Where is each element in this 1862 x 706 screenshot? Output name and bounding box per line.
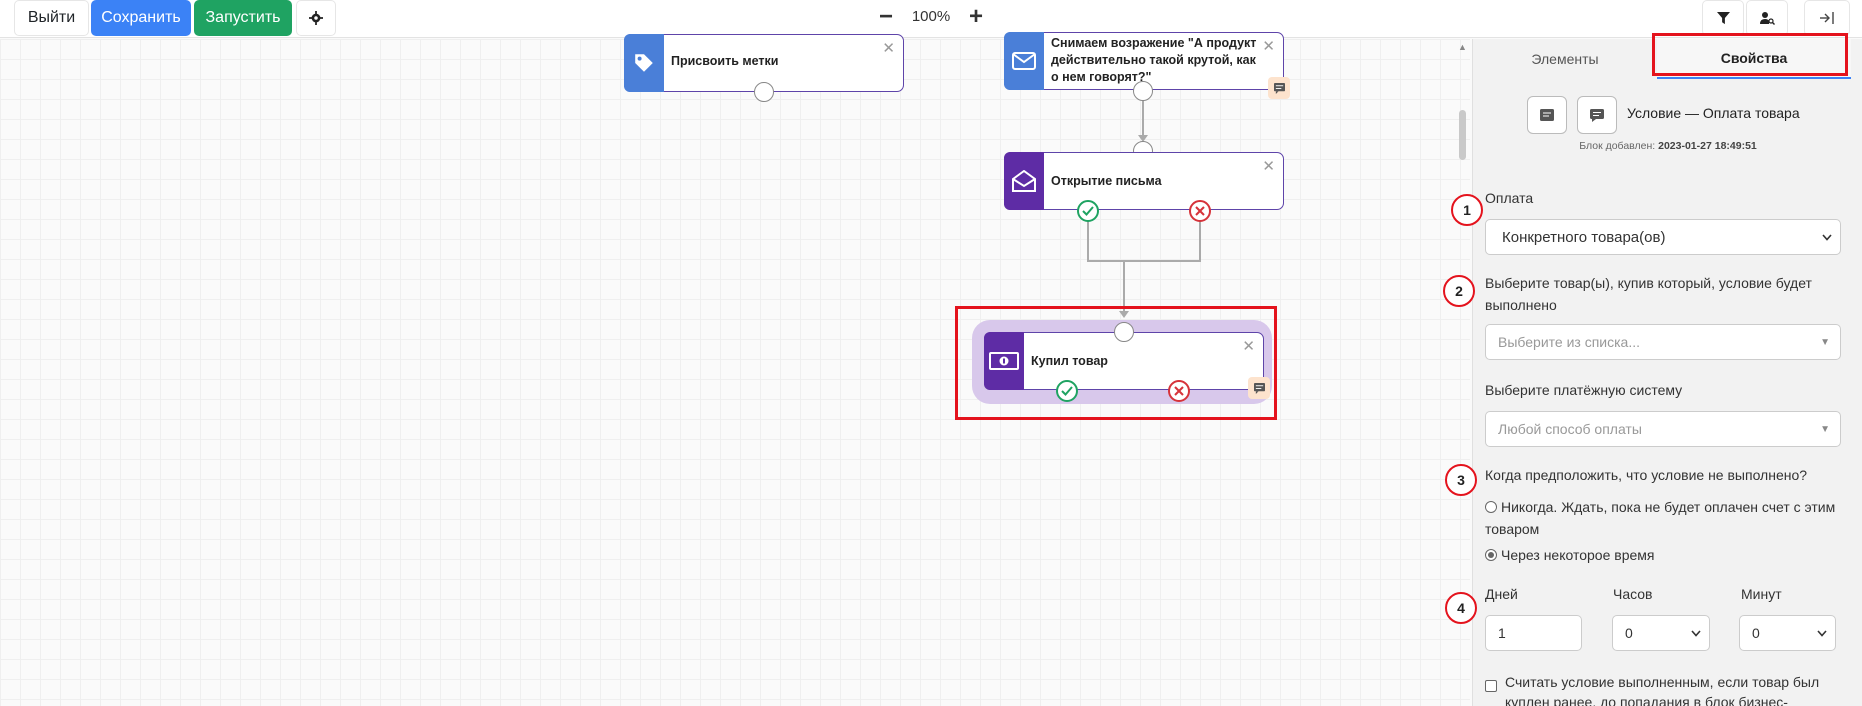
- comment-badge[interactable]: [1248, 377, 1270, 399]
- gear-icon: [309, 11, 323, 25]
- workflow-node-email-open[interactable]: Открытие письма ✕: [1004, 152, 1284, 210]
- comment-icon: [1273, 82, 1285, 94]
- paysystem-label: Выберите платёжную систему: [1485, 382, 1683, 398]
- chevron-down-icon: [1822, 234, 1832, 241]
- node-output-port[interactable]: [754, 82, 774, 102]
- close-icon[interactable]: ✕: [882, 40, 895, 57]
- radio-never-option[interactable]: Никогда. Ждать, пока не будет оплачен сч…: [1485, 499, 1836, 537]
- money-icon-box: [984, 332, 1024, 390]
- filter-button[interactable]: [1702, 0, 1744, 36]
- days-label: Дней: [1485, 586, 1518, 602]
- radio-never[interactable]: [1485, 501, 1497, 513]
- annotation-highlight-box: [955, 306, 1277, 420]
- envelope-icon: [1012, 52, 1036, 70]
- zoom-level: 100%: [911, 8, 951, 25]
- when-label: Когда предположить, что условие не выпол…: [1485, 467, 1808, 483]
- workflow-node-email[interactable]: Снимаем возражение "А продукт действител…: [1004, 32, 1284, 90]
- payment-select[interactable]: Конкретного товара(ов): [1485, 219, 1841, 255]
- node-title: Купил товар: [1031, 354, 1108, 368]
- note-icon: [1540, 109, 1554, 121]
- chevron-down-icon: [1817, 630, 1827, 637]
- products-select[interactable]: Выберите из списка...▼: [1485, 324, 1841, 360]
- minutes-select[interactable]: 0: [1739, 615, 1836, 651]
- block-added-info: Блок добавлен: 2023-01-27 18:49:51: [1579, 140, 1757, 152]
- properties-panel: Элементы Свойства Условие — Оплата товар…: [1472, 39, 1862, 706]
- zoom-out-button[interactable]: −: [878, 3, 893, 30]
- failure-port-cross-icon[interactable]: [1168, 380, 1190, 402]
- payment-label: Оплата: [1485, 190, 1534, 206]
- annotation-highlight-box: [1652, 33, 1848, 76]
- canvas-scrollbar[interactable]: [1459, 110, 1466, 160]
- success-port-check-icon[interactable]: [1077, 200, 1099, 222]
- save-button[interactable]: Сохранить: [91, 0, 191, 36]
- failure-port-cross-icon[interactable]: [1189, 200, 1211, 222]
- caret-down-icon: ▼: [1820, 337, 1830, 348]
- note-button[interactable]: [1527, 96, 1567, 134]
- exit-button[interactable]: Выйти: [14, 0, 89, 36]
- close-icon[interactable]: ✕: [1242, 338, 1255, 355]
- envelope-open-icon-box: [1004, 152, 1044, 210]
- hours-select[interactable]: 0: [1612, 615, 1710, 651]
- products-label: Выберите товар(ы), купив который, услови…: [1485, 275, 1812, 313]
- hours-label: Часов: [1613, 586, 1653, 602]
- minutes-label: Минут: [1741, 586, 1782, 602]
- comment-icon: [1590, 108, 1604, 122]
- node-title: Присвоить метки: [671, 54, 779, 68]
- tab-elements[interactable]: Элементы: [1531, 51, 1599, 67]
- comment-badge[interactable]: [1268, 77, 1290, 99]
- collapse-panel-button[interactable]: [1804, 0, 1850, 36]
- annotation-marker: 2: [1443, 275, 1475, 307]
- node-input-port[interactable]: [1114, 322, 1134, 342]
- top-toolbar: Выйти Сохранить Запустить − 100% +: [0, 0, 1862, 38]
- run-button[interactable]: Запустить: [194, 0, 292, 36]
- annotation-marker: 3: [1445, 464, 1477, 496]
- purchased-before-label: Считать условие выполненным, если товар …: [1505, 674, 1820, 706]
- radio-after-option[interactable]: Через некоторое время: [1485, 544, 1654, 566]
- envelope-icon-box: [1004, 32, 1044, 90]
- success-port-check-icon[interactable]: [1056, 380, 1078, 402]
- filter-icon: [1716, 11, 1730, 24]
- node-output-port[interactable]: [1133, 81, 1153, 101]
- paysystem-select[interactable]: Любой способ оплаты▼: [1485, 411, 1841, 447]
- block-title: Условие — Оплата товара: [1627, 105, 1800, 121]
- scroll-up-icon[interactable]: ▲: [1458, 42, 1467, 52]
- chevron-down-icon: [1691, 630, 1701, 637]
- comment-button[interactable]: [1577, 96, 1617, 134]
- envelope-open-icon: [1012, 170, 1036, 192]
- user-search-icon: [1759, 12, 1775, 25]
- sign-out-icon: [1820, 12, 1834, 24]
- days-input[interactable]: 1: [1485, 615, 1582, 651]
- close-icon[interactable]: ✕: [1262, 158, 1275, 175]
- close-icon[interactable]: ✕: [1262, 38, 1275, 55]
- radio-after[interactable]: [1485, 549, 1497, 561]
- node-title: Открытие письма: [1051, 174, 1162, 188]
- user-search-button[interactable]: [1746, 0, 1788, 36]
- purchased-before-checkbox[interactable]: [1485, 680, 1497, 692]
- annotation-marker: 4: [1445, 592, 1477, 624]
- money-icon: [989, 352, 1019, 370]
- zoom-in-button[interactable]: +: [968, 3, 983, 30]
- tag-icon-box: [624, 34, 664, 92]
- caret-down-icon: ▼: [1820, 424, 1830, 435]
- settings-button[interactable]: [296, 0, 336, 36]
- node-title: Снимаем возражение "А продукт действител…: [1051, 36, 1257, 84]
- annotation-marker: 1: [1451, 194, 1483, 226]
- comment-icon: [1253, 382, 1265, 394]
- tag-icon: [635, 54, 653, 72]
- tab-properties[interactable]: Свойства: [1657, 39, 1851, 79]
